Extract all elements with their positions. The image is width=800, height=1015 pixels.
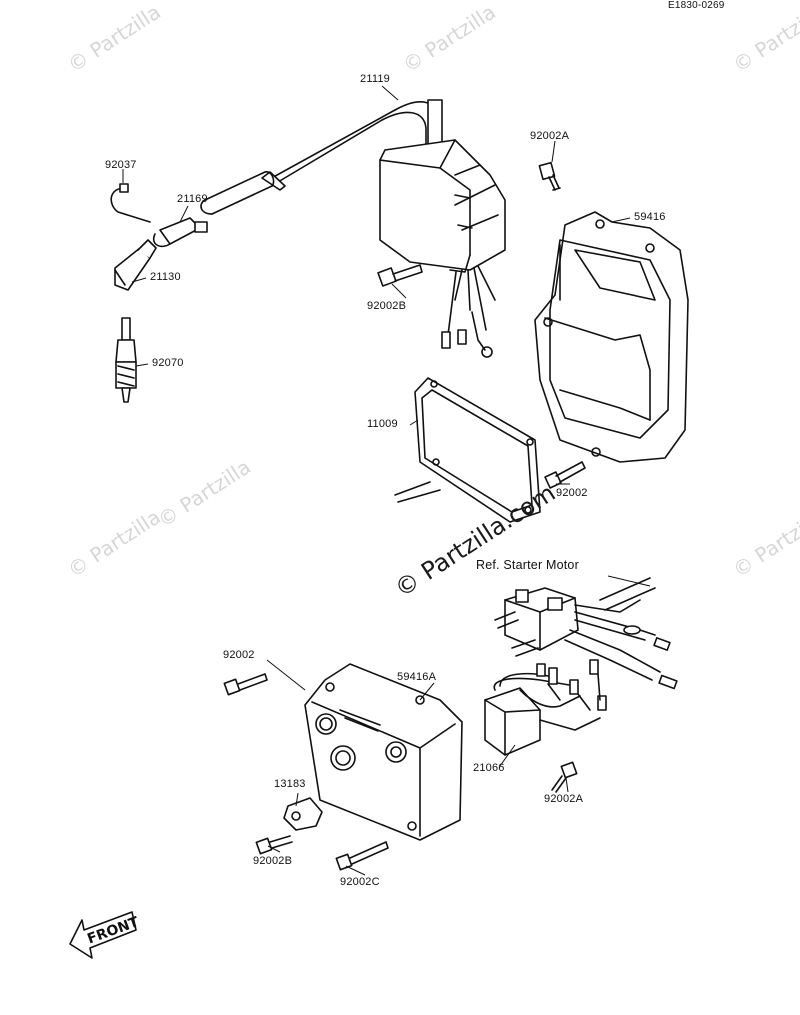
leader-lines xyxy=(122,85,651,876)
plate xyxy=(283,797,323,831)
spring-clip xyxy=(110,183,151,223)
part-label-21119: 21119 xyxy=(360,73,390,85)
plug-cap xyxy=(114,239,157,291)
part-label-92002c: 92002C xyxy=(340,876,380,888)
part-label-92002a-bot: 92002A xyxy=(544,793,584,805)
cap-terminal xyxy=(152,217,208,248)
part-label-21169: 21169 xyxy=(177,193,208,205)
part-label-11009: 11009 xyxy=(367,418,398,430)
ht-lead xyxy=(200,171,275,215)
front-arrow xyxy=(69,911,137,959)
part-label-92002b-bot: 92002B xyxy=(253,855,293,867)
part-label-92002-mid: 92002 xyxy=(556,487,588,499)
part-label-92002a-top: 92002A xyxy=(530,130,570,142)
case-cover xyxy=(304,663,463,841)
part-label-21130: 21130 xyxy=(150,271,181,283)
starter-relay xyxy=(494,577,678,690)
part-label-59416: 59416 xyxy=(634,211,666,223)
bolt xyxy=(255,835,293,855)
part-label-92002b-top: 92002B xyxy=(367,300,407,312)
part-label-59416a: 59416A xyxy=(397,671,437,683)
ref-starter-motor: Ref. Starter Motor xyxy=(476,558,579,572)
part-label-13183: 13183 xyxy=(274,778,306,790)
part-label-92070: 92070 xyxy=(152,357,184,369)
bolt xyxy=(223,673,268,696)
ignition-coil xyxy=(261,99,506,358)
bolt xyxy=(538,161,561,191)
bolt xyxy=(551,761,578,793)
bolt xyxy=(377,264,423,287)
spark-plug xyxy=(115,317,137,403)
gasket xyxy=(394,377,541,523)
bolt xyxy=(335,841,389,871)
electric-case xyxy=(534,211,689,463)
diagram-code: E1830-0269 xyxy=(668,0,725,11)
part-label-92037: 92037 xyxy=(105,159,137,171)
part-label-92002-left: 92002 xyxy=(223,649,255,661)
regulator xyxy=(484,659,607,756)
part-label-21066: 21066 xyxy=(473,762,505,774)
